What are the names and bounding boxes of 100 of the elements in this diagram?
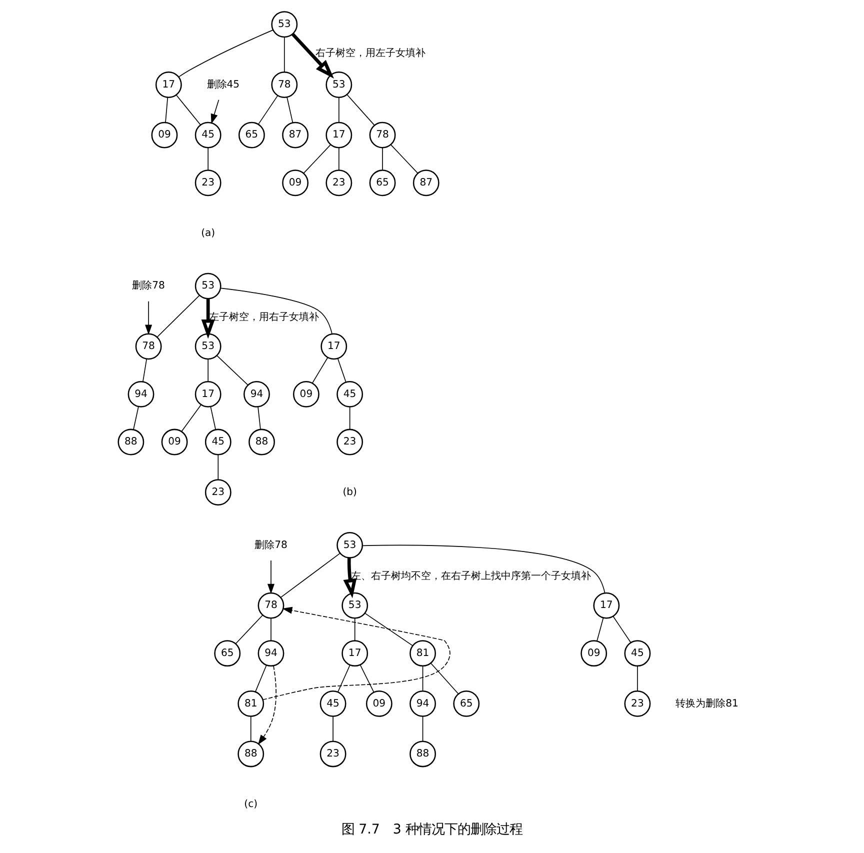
- connector: [176, 94, 201, 126]
- connector: [250, 716, 252, 742]
- label: 转换为删除81: [676, 698, 738, 710]
- connector: [284, 36, 285, 72]
- connector: [390, 144, 418, 174]
- arrow: [267, 560, 275, 594]
- node-circle: 17: [342, 640, 368, 667]
- node-circle: 09: [151, 122, 178, 148]
- connector: [280, 553, 340, 598]
- connector: [258, 95, 278, 125]
- node-circle: 17: [593, 592, 620, 619]
- connector: [338, 147, 340, 170]
- node-circle: 65: [238, 122, 265, 148]
- connector: [338, 96, 340, 123]
- node-text: 删除78: [254, 540, 288, 551]
- node-circle: 45: [624, 640, 651, 667]
- node-circle: 53: [342, 592, 368, 619]
- edge-label: 右子树空，用左子女填补: [315, 48, 426, 59]
- label: (c): [244, 798, 258, 810]
- node-circle: 23: [194, 170, 222, 196]
- node-circle: 23: [326, 170, 352, 196]
- connector: [165, 96, 168, 123]
- connector: [332, 716, 334, 742]
- connector: [210, 406, 216, 430]
- node-circle: 78: [369, 122, 396, 148]
- connector: [216, 355, 248, 386]
- connector: [235, 614, 263, 644]
- connector: [346, 94, 375, 126]
- caption: 图 7.7 3 种情况下的删除过程: [341, 822, 523, 838]
- node-circle: 09: [161, 428, 188, 456]
- connector: [430, 662, 459, 694]
- connector: [349, 406, 350, 430]
- node-circle: 88: [410, 740, 436, 768]
- node-circle: 53: [271, 11, 298, 38]
- node-circle: 09: [580, 640, 608, 667]
- arrow: [291, 33, 334, 79]
- connector: [337, 358, 346, 382]
- node-circle: 65: [369, 170, 396, 196]
- connector: [364, 612, 414, 646]
- node-circle: 17: [320, 333, 348, 360]
- node-circle: 94: [128, 381, 154, 408]
- node-circle: 53: [194, 333, 222, 360]
- node-circle: 17: [326, 122, 352, 148]
- connector: [612, 616, 632, 643]
- node-circle: 78: [271, 72, 298, 98]
- node-circle: 09: [282, 170, 309, 196]
- connector: [422, 716, 424, 742]
- node-circle: 23: [624, 690, 651, 717]
- node-circle: 53: [336, 532, 364, 558]
- connector: [254, 664, 267, 692]
- node-circle: 81: [410, 640, 436, 667]
- node-circle: 17: [155, 72, 182, 98]
- arrow: [145, 300, 152, 335]
- node-circle: 45: [194, 122, 222, 148]
- node-circle: 65: [453, 690, 480, 717]
- node-circle: 53: [194, 272, 222, 300]
- connector: [338, 664, 350, 692]
- connector: [220, 288, 332, 334]
- node-circle: 23: [204, 479, 232, 506]
- node-circle: 23: [320, 740, 346, 768]
- connector: [258, 406, 261, 430]
- connector: [303, 144, 331, 174]
- connector: [142, 358, 148, 382]
- node-circle: 94: [258, 640, 284, 667]
- node-circle: 65: [214, 640, 241, 667]
- node-circle: 94: [244, 381, 270, 408]
- connector: [362, 544, 606, 594]
- arrow: [201, 298, 215, 339]
- connector: [312, 357, 328, 384]
- connector: [218, 454, 219, 480]
- node-circle: 88: [118, 428, 144, 456]
- arrow: [343, 558, 357, 598]
- node-circle: 88: [238, 740, 264, 768]
- node-text: 删除78: [132, 280, 165, 292]
- node-circle: 87: [282, 122, 309, 148]
- connector: [178, 30, 274, 78]
- node-circle: 23: [336, 428, 364, 456]
- node-circle: 45: [320, 690, 346, 717]
- connector: [360, 664, 374, 692]
- connector: [270, 618, 272, 641]
- connector: [157, 294, 200, 338]
- node-circle: 87: [412, 170, 440, 196]
- connector: [422, 666, 424, 692]
- arrow: [262, 606, 450, 700]
- arrow: [258, 665, 276, 745]
- node-circle: 78: [135, 333, 162, 360]
- connector: [181, 404, 202, 432]
- connector: [133, 406, 139, 430]
- connector: [286, 96, 294, 123]
- node-circle: 09: [293, 381, 320, 408]
- node-circle: 78: [258, 592, 284, 619]
- node-circle: 45: [204, 428, 232, 456]
- node-text: 删除45: [206, 79, 240, 90]
- node-circle: 17: [194, 381, 222, 408]
- node-circle: 53: [326, 72, 352, 98]
- label: (a): [201, 228, 216, 239]
- connector: [637, 666, 638, 692]
- connector: [354, 618, 356, 641]
- label: (b): [342, 486, 357, 498]
- node-circle: 88: [248, 428, 275, 456]
